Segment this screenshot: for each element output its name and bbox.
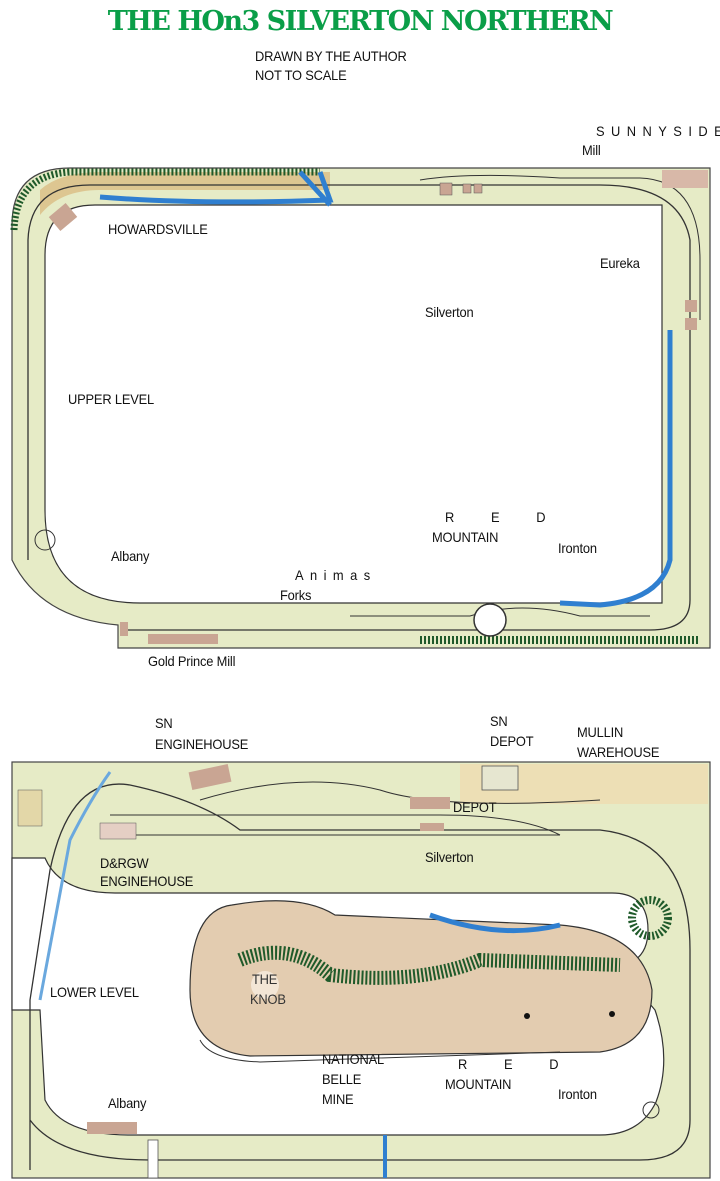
yard-track [110, 781, 601, 836]
label-ironton-upper: Ironton [558, 540, 597, 556]
label-sn-2: SN [490, 713, 508, 729]
label-mullin: MULLIN [577, 724, 624, 740]
label-national: NATIONAL [322, 1051, 384, 1067]
building [462, 183, 472, 194]
label-sn-depot: DEPOT [490, 733, 534, 749]
label-animas: Animas [295, 567, 377, 583]
building [17, 789, 43, 827]
label-warehouse: WAREHOUSE [577, 744, 660, 760]
building [685, 318, 697, 330]
upper-river-right [559, 330, 673, 608]
upper-main-track [27, 184, 691, 631]
label-mill: Mill [582, 142, 601, 158]
label-eureka: Eureka [600, 255, 640, 271]
page-title: THE HOn3 SILVERTON NORTHERN [107, 6, 614, 37]
the-knob-clearing [251, 971, 279, 999]
building [120, 622, 128, 636]
drgw-enginehouse-building [99, 822, 137, 840]
sn-depot-building [481, 765, 519, 791]
depot-building [410, 797, 450, 809]
label-gold-prince-mill: Gold Prince Mill [148, 653, 236, 669]
turntable-icon [473, 603, 507, 637]
tunnel-portal-icon [609, 1011, 615, 1017]
credit-line-2: NOT TO SCALE [255, 67, 347, 83]
building [420, 823, 444, 831]
lower-river-mid [429, 912, 561, 934]
label-ironton-lower: Ironton [558, 1086, 597, 1102]
building [87, 1122, 137, 1134]
label-drgw: D&RGW [100, 855, 149, 871]
building [439, 182, 453, 196]
label-silverton-lower: Silverton [425, 849, 474, 865]
building [48, 203, 78, 231]
mountain-island [189, 900, 653, 1057]
sn-enginehouse-building [188, 764, 232, 790]
wheel-icon [642, 1101, 660, 1119]
label-knob: KNOB [250, 991, 286, 1007]
lower-river-left [38, 771, 112, 1001]
upper-hillside-texture [40, 172, 330, 215]
label-albany-upper: Albany [111, 548, 150, 564]
label-albany-lower: Albany [108, 1095, 147, 1111]
label-howardsville: HOWARDSVILLE [108, 221, 208, 237]
label-silverton-upper: Silverton [425, 304, 474, 320]
label-mine: MINE [322, 1091, 354, 1107]
label-mountain-upper: MOUNTAIN [432, 529, 499, 545]
building [473, 183, 483, 194]
sunnyside-mill-building [662, 170, 708, 188]
upper-trees [10, 168, 320, 231]
upper-level-plan [10, 167, 711, 649]
label-drgw-enginehouse: ENGINEHOUSE [100, 873, 194, 889]
gold-prince-mill-building [148, 634, 218, 644]
bridge [147, 1139, 159, 1179]
tunnel-portal-icon [524, 1013, 530, 1019]
building [685, 300, 697, 312]
label-sn-enginehouse: ENGINEHOUSE [155, 736, 249, 752]
upper-river-top [99, 170, 334, 207]
label-lower-level: LOWER LEVEL [50, 984, 139, 1000]
label-sunnyside: SUNNYSIDE [596, 123, 720, 139]
label-mountain-lower: MOUNTAIN [445, 1076, 512, 1092]
lower-inner-track [199, 1039, 561, 1063]
credit-line-1: DRAWN BY THE AUTHOR [255, 48, 407, 64]
wye-wheel-icon [34, 529, 56, 551]
label-red-lower: R E D [458, 1056, 576, 1072]
tree-grove [628, 896, 672, 940]
label-forks: Forks [280, 587, 312, 603]
label-red-upper: R E D [445, 509, 563, 525]
label-depot: DEPOT [453, 799, 497, 815]
label-the: THE [252, 971, 278, 987]
upper-siding-track [419, 174, 701, 320]
lower-level-plan [11, 761, 711, 1179]
label-sn: SN [155, 715, 173, 731]
label-upper-level: UPPER LEVEL [68, 391, 155, 407]
label-belle: BELLE [322, 1071, 362, 1087]
